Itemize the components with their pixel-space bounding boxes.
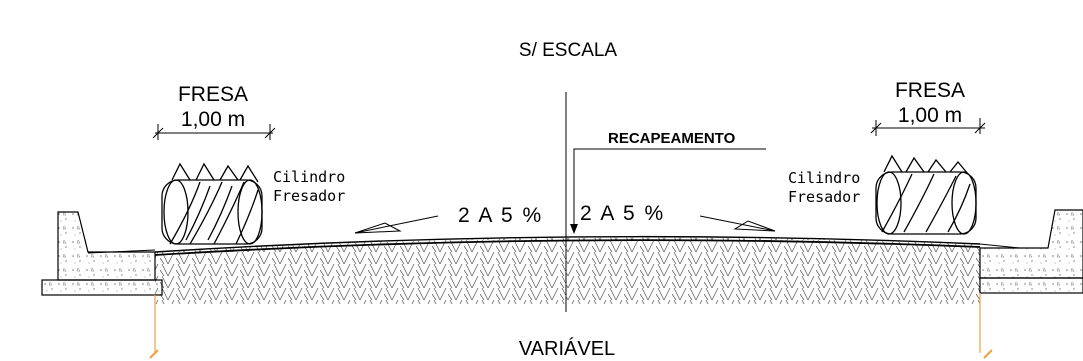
left-curb bbox=[41, 211, 163, 296]
scale-note: S/ ESCALA bbox=[519, 40, 618, 61]
milling-cylinder-right bbox=[875, 154, 977, 235]
mill-right: FRESA 1,00 m Cilindro Fresador bbox=[788, 79, 986, 235]
resurfacing-label: RECAPEAMENTO bbox=[608, 130, 736, 147]
slope-label-left: 2 A 5 % bbox=[458, 204, 543, 227]
mill-right-tool-line2: Fresador bbox=[788, 188, 860, 206]
mill-right-width: 1,00 m bbox=[898, 104, 962, 127]
soil-hatch bbox=[155, 237, 980, 304]
slope-label-right: 2 A 5 % bbox=[580, 202, 665, 225]
slope-arrow-right bbox=[699, 215, 776, 232]
mill-left-title: FRESA bbox=[178, 83, 248, 106]
slope-arrow-left bbox=[354, 215, 439, 234]
mill-left-tool-line2: Fresador bbox=[273, 187, 345, 205]
pavement-layer bbox=[154, 239, 981, 256]
mill-left-width: 1,00 m bbox=[181, 108, 245, 131]
mill-left-tool-line1: Cilindro bbox=[273, 168, 345, 186]
milling-cylinder-left bbox=[161, 162, 263, 245]
right-curb bbox=[979, 209, 1083, 294]
mill-right-title: FRESA bbox=[895, 79, 965, 102]
width-label: VARIÁVEL bbox=[519, 337, 615, 360]
pavement-surface bbox=[154, 235, 981, 253]
mill-left: FRESA 1,00 m Cilindro Fresador bbox=[152, 83, 345, 245]
resurfacing-callout: RECAPEAMENTO bbox=[570, 130, 766, 234]
mill-right-tool-line1: Cilindro bbox=[788, 169, 860, 187]
